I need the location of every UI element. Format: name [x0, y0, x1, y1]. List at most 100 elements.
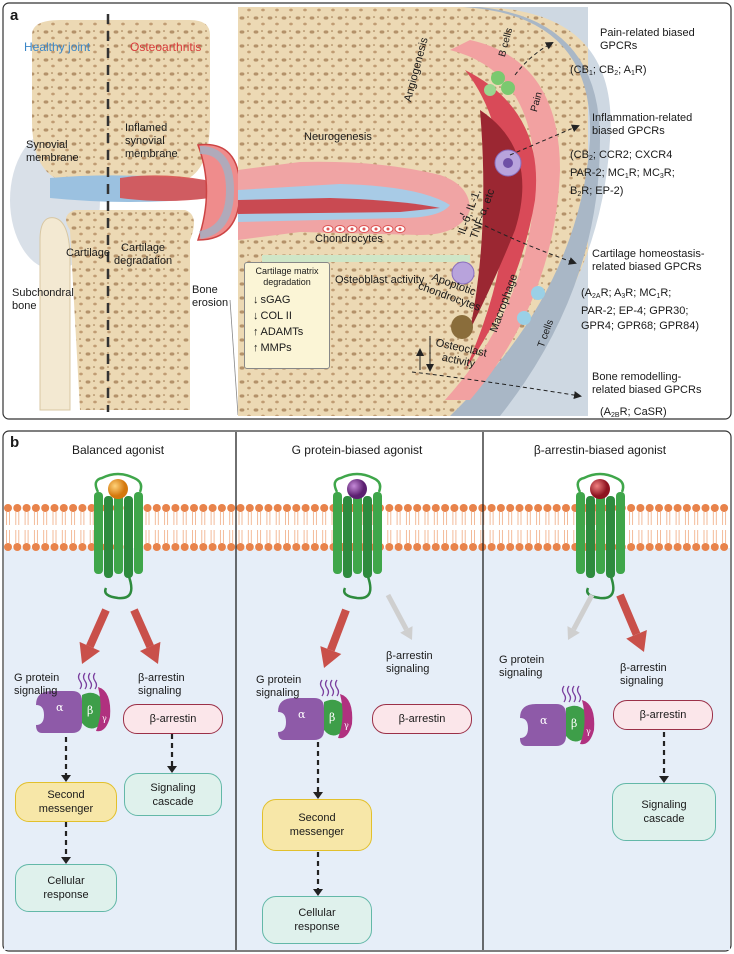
b-arrestin-signaling-label-line: β-arrestin: [620, 662, 667, 674]
lipid-head: [292, 504, 301, 512]
lipid-head: [701, 504, 710, 512]
lipid-head: [264, 504, 273, 512]
lipid-head: [682, 504, 691, 512]
g-alpha-subunit: [278, 698, 324, 740]
b-arrestin-box-line: β-arrestin: [398, 713, 446, 725]
matrix-items: ↓sGAG↓COL II↑ADAMTs↑MMPs: [253, 292, 329, 356]
signaling-arrow-shaft: [86, 608, 110, 649]
lipid-head: [478, 504, 487, 512]
knee-joint-illustration: [10, 14, 241, 412]
lipid-anchor: [82, 672, 88, 690]
lipid-head: [394, 543, 403, 551]
lipid-head: [199, 504, 208, 512]
lipid-anchor: [329, 679, 335, 697]
chondrocytes-row: [322, 225, 406, 233]
lipid-head: [496, 543, 505, 551]
lipid-head: [143, 504, 152, 512]
lipid-head: [217, 543, 226, 551]
gpcr-receptor-line: PAR-2; MC1R; MC3R;: [570, 167, 675, 180]
g-gamma-subunit: [580, 700, 595, 745]
lipid-head: [310, 543, 319, 551]
agonist-title: β-arrestin-biased agonist: [533, 443, 667, 457]
lipid-head: [645, 543, 654, 551]
dashed-arrow-head: [61, 857, 71, 864]
lipid-head: [208, 504, 217, 512]
lipid-head: [645, 504, 654, 512]
b-cells-cluster: [484, 71, 515, 96]
lipid-head: [22, 504, 31, 512]
b-arrestin-box: β-arrestin: [372, 704, 472, 734]
transmembrane-helix: [373, 492, 382, 574]
signaling-arrow-shaft: [385, 593, 409, 631]
signaling-arrow-head: [567, 626, 580, 640]
lipid-head: [664, 504, 673, 512]
lipid-head: [524, 543, 533, 551]
lipid-head: [143, 543, 152, 551]
lipid-head: [664, 543, 673, 551]
macrophage-cell: [494, 149, 522, 177]
gpcr-receptor-line: GPR4; GPR68; GPR84): [581, 320, 699, 332]
second-messenger-box-line: Second: [47, 789, 85, 801]
g-alpha-label: α: [298, 708, 306, 721]
gpcr-title-line: GPCRs: [600, 40, 638, 52]
g-gamma-label: γ: [102, 714, 107, 723]
lipid-head: [59, 504, 68, 512]
b-arrestin-signaling-label-line: signaling: [386, 663, 430, 675]
matrix-item-label: COL II: [260, 310, 292, 322]
lipid-head: [562, 543, 570, 551]
dashed-arrow-head: [167, 766, 177, 773]
lipid-head: [422, 543, 431, 551]
second-messenger-box-line: messenger: [38, 803, 94, 815]
trend-arrow-icon: ↑: [253, 342, 259, 354]
lipid-anchor: [571, 685, 577, 703]
lipid-head: [320, 543, 329, 551]
b-arrestin-box: β-arrestin: [123, 704, 223, 734]
osteoclast: [451, 315, 473, 339]
signaling-arrow-shaft: [616, 593, 641, 636]
gpcr-title-line: Pain-related biased: [600, 27, 695, 39]
lipid-head: [422, 504, 431, 512]
gpcr-group-title: Bone remodelling-related biased GPCRs: [592, 371, 701, 397]
lipid-head: [13, 504, 22, 512]
signaling-cascade-box-line: Signaling: [150, 781, 196, 794]
lipid-head: [255, 543, 264, 551]
lipid-head: [469, 543, 477, 551]
lipid-head: [283, 504, 291, 512]
gpcr-group-title: Cartilage homeostasis-related biased GPC…: [592, 248, 705, 274]
gpcr-receptor-line: PAR-2; EP-4; GPR30;: [581, 305, 689, 317]
osteoblast-activity-label: Osteoblast activity: [335, 274, 425, 286]
lipid-anchor: [92, 672, 98, 690]
lipid-anchor: [334, 679, 340, 697]
lipid-head: [506, 543, 515, 551]
chondrocyte-nucleus: [350, 227, 354, 231]
gpcr-title-line: Bone remodelling-: [592, 371, 682, 383]
gpcr-title-line: Inflammation-related: [592, 112, 693, 124]
intracellular-tail: [343, 573, 372, 600]
transmembrane-helix: [114, 492, 123, 574]
b-arrestin-signaling-label-line: β-arrestin: [138, 672, 185, 684]
chondrocyte-nucleus: [374, 227, 378, 231]
lipid-head: [50, 543, 59, 551]
transmembrane-helix: [134, 492, 143, 574]
second-messenger-box: Second messenger: [15, 782, 117, 822]
signaling-arrow-head: [400, 626, 413, 640]
gpcr-receptor-list: (CB1; CB2; A1R): [570, 63, 647, 81]
lipid-head: [227, 504, 236, 512]
b-arrestin-signaling-label-line: signaling: [138, 685, 182, 697]
lipid-head: [552, 543, 561, 551]
lipid-head: [441, 504, 450, 512]
b-arrestin-box-line: β-arrestin: [639, 709, 687, 721]
lipid-head: [450, 504, 459, 512]
gpcr-receptor-line: (CB2; CCR2; CXCR4: [570, 149, 673, 162]
lipid-head: [627, 543, 636, 551]
lipid-head: [292, 543, 301, 551]
gpcr-receptor-line: (CB1; CB2; A1R): [570, 64, 647, 77]
lipid-head: [236, 504, 245, 512]
transmembrane-helix: [616, 492, 625, 574]
